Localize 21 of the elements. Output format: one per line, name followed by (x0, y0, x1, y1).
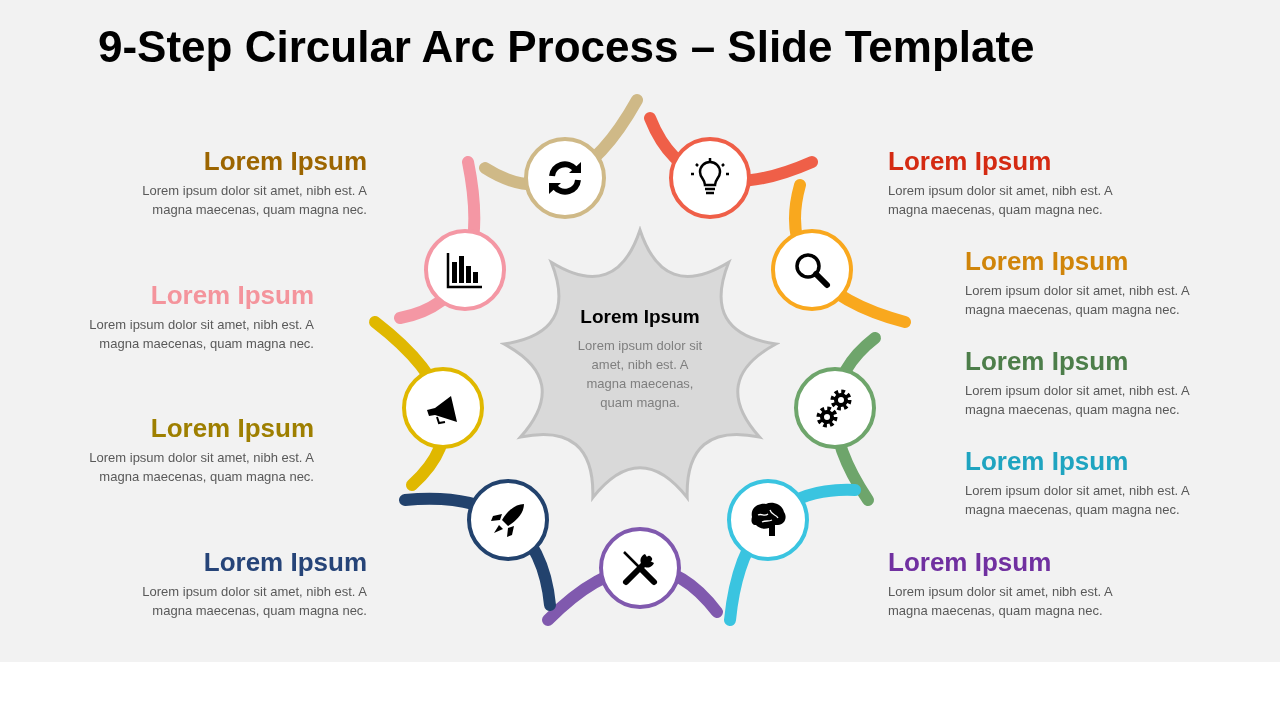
slide-title: 9-Step Circular Arc Process – Slide Template (98, 22, 1035, 72)
center-heading: Lorem Ipsum (580, 306, 700, 328)
step-heading: Lorem Ipsum (965, 445, 1129, 477)
step-heading: Lorem Ipsum (150, 412, 314, 444)
step-description: Lorem ipsum dolor sit amet, nibh est. A magna maecenas, quam magna nec. (88, 449, 314, 486)
step-description: Lorem ipsum dolor sit amet, nibh est. A magna maecenas, quam magna nec. (965, 482, 1191, 519)
center-text: Lorem ipsum dolor sit amet, nibh est. A magna maecenas, quam magna. (577, 337, 703, 412)
step-description: Lorem ipsum dolor sit amet, nibh est. A magna maecenas, quam magna nec. (888, 583, 1114, 620)
step-description: Lorem ipsum dolor sit amet, nibh est. A magna maecenas, quam magna nec. (88, 316, 314, 353)
step-heading: Lorem Ipsum (888, 546, 1052, 578)
step-description: Lorem ipsum dolor sit amet, nibh est. A magna maecenas, quam magna nec. (141, 182, 367, 219)
step-description: Lorem ipsum dolor sit amet, nibh est. A magna maecenas, quam magna nec. (141, 583, 367, 620)
step-description: Lorem ipsum dolor sit amet, nibh est. A magna maecenas, quam magna nec. (965, 382, 1191, 419)
step-description: Lorem ipsum dolor sit amet, nibh est. A magna maecenas, quam magna nec. (965, 282, 1191, 319)
step-description: Lorem ipsum dolor sit amet, nibh est. A magna maecenas, quam magna nec. (888, 182, 1114, 219)
step-heading: Lorem Ipsum (965, 345, 1129, 377)
step-heading: Lorem Ipsum (888, 145, 1052, 177)
step-heading: Lorem Ipsum (150, 279, 314, 311)
step-heading: Lorem Ipsum (965, 245, 1129, 277)
step-heading: Lorem Ipsum (203, 546, 367, 578)
step-heading: Lorem Ipsum (203, 145, 367, 177)
